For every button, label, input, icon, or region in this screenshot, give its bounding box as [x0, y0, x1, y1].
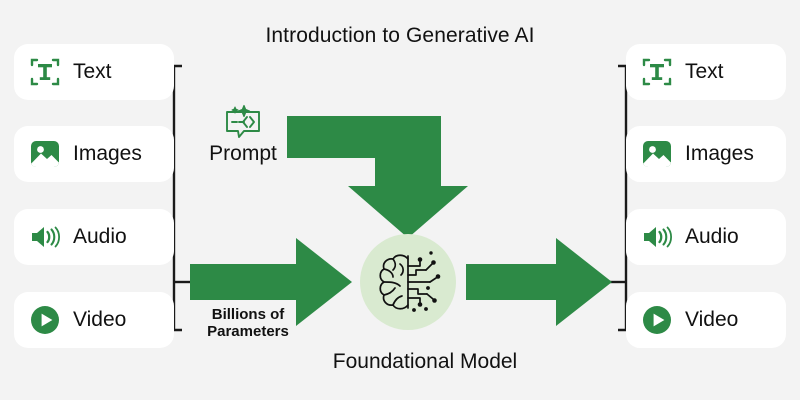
foundational-model-label: Foundational Model: [332, 350, 518, 373]
input-pill-label: Images: [73, 142, 142, 165]
input-pill-label: Video: [73, 308, 127, 331]
parameters-label: Billions of Parameters: [190, 306, 306, 340]
image-icon: [31, 141, 59, 167]
output-bracket: [610, 64, 628, 332]
input-pill-audio[interactable]: Audio: [14, 209, 174, 265]
output-pill-audio[interactable]: Audio: [626, 209, 786, 265]
output-pill-text[interactable]: Text: [626, 44, 786, 100]
speaker-icon: [644, 226, 672, 248]
ai-brain-icon: [360, 234, 456, 330]
input-pill-label: Text: [73, 60, 112, 83]
prompt-bubble-icon: [226, 104, 260, 138]
output-arrow-icon: [466, 238, 612, 326]
input-pill-text[interactable]: Text: [14, 44, 174, 100]
parameters-label-line1: Billions of: [211, 306, 285, 323]
input-pill-video[interactable]: Video: [14, 292, 174, 348]
speaker-icon: [32, 226, 60, 248]
image-icon: [643, 141, 671, 167]
text-frame-icon: [642, 58, 672, 86]
play-circle-icon: [31, 306, 59, 334]
output-pill-video[interactable]: Video: [626, 292, 786, 348]
page-title: Introduction to Generative AI: [265, 24, 535, 47]
parameters-label-line2: Parameters: [207, 323, 289, 340]
input-bracket: [172, 64, 190, 332]
output-pill-label: Audio: [685, 225, 739, 248]
prompt-elbow-arrow-icon: [287, 116, 468, 238]
output-pill-label: Images: [685, 142, 754, 165]
output-pill-images[interactable]: Images: [626, 126, 786, 182]
text-frame-icon: [30, 58, 60, 86]
input-pill-label: Audio: [73, 225, 127, 248]
output-pill-label: Text: [685, 60, 724, 83]
prompt-label: Prompt: [209, 142, 277, 165]
play-circle-icon: [643, 306, 671, 334]
prompt-block: Prompt: [195, 104, 291, 166]
output-pill-label: Video: [685, 308, 739, 331]
input-pill-images[interactable]: Images: [14, 126, 174, 182]
